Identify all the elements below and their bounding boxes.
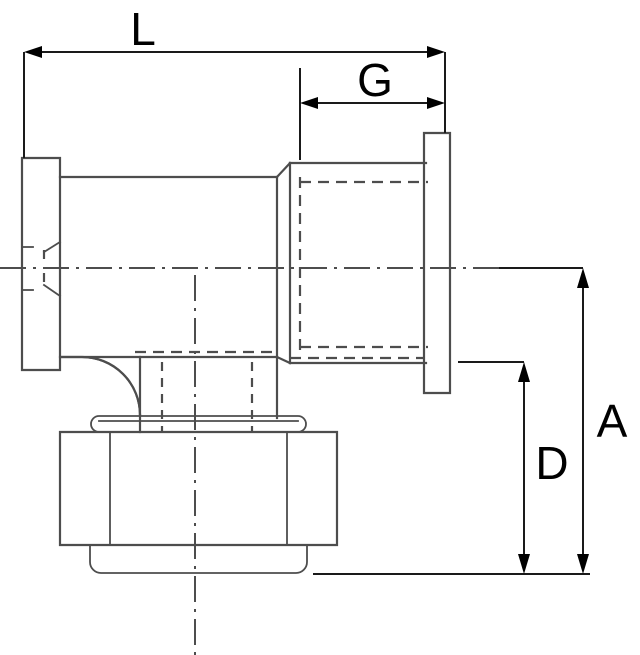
dimension-G-arrow-left — [300, 97, 318, 109]
dimension-G-arrow-right — [427, 97, 445, 109]
dimension-L-label: L — [130, 3, 156, 55]
hidden-detail-lines — [135, 177, 428, 432]
left-flange-seat-detail — [42, 240, 62, 254]
nut-base-outline — [89, 544, 308, 574]
dimension-D-arrow-top — [518, 362, 530, 382]
dimension-A-arrow-bottom — [577, 554, 589, 574]
branch-fillet-radius — [60, 355, 142, 416]
nut-body-outline — [58, 430, 339, 547]
dimension-G-label: G — [357, 54, 393, 106]
dimension-L-arrow-left — [24, 46, 42, 58]
branch-nut-assembly — [58, 415, 339, 574]
left-flange-seat-detail-lower — [42, 283, 62, 298]
body-shoulder-chamfer-top — [275, 161, 292, 179]
branch-fillet-arc — [58, 355, 142, 417]
left-flange-outline — [20, 156, 62, 372]
dimension-D-arrow-bottom — [518, 554, 530, 574]
dimension-A-arrow-top — [577, 268, 589, 288]
right-flange-outline — [422, 131, 452, 395]
dimension-D: D — [458, 361, 569, 574]
fitting-body-outline — [20, 131, 452, 434]
centerlines — [0, 267, 583, 655]
body-shoulder-chamfer-bottom — [275, 355, 292, 365]
dimension-G: G — [299, 54, 446, 160]
dimension-A-label: A — [597, 395, 628, 447]
nut-collar-outline — [90, 415, 307, 433]
dimension-A: A — [313, 267, 628, 575]
dimension-L-arrow-right — [427, 46, 445, 58]
dimension-D-label: D — [535, 437, 568, 489]
